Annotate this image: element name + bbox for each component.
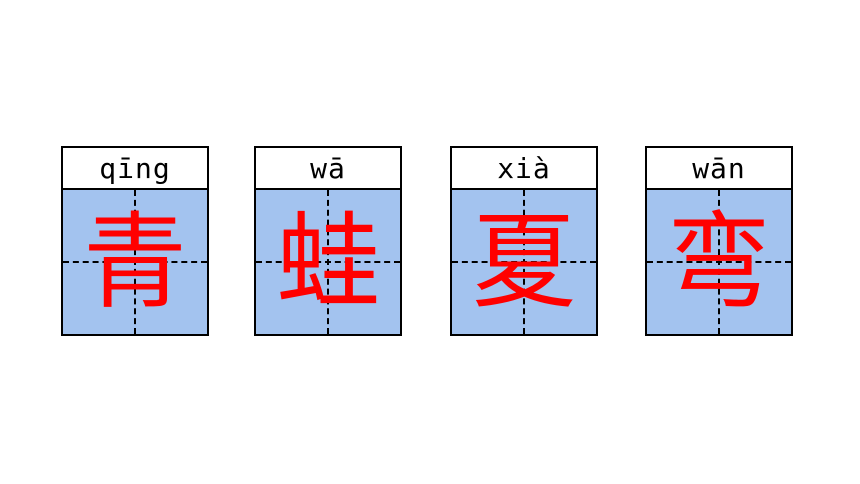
- character-card-wa: wā 蛙: [254, 146, 402, 336]
- grid-horizontal-guide: [63, 261, 207, 263]
- grid-horizontal-guide: [256, 261, 400, 263]
- hanzi-character: 蛙: [275, 201, 380, 323]
- tian-zi-grid: 青: [63, 190, 207, 334]
- hanzi-character: 夏: [471, 201, 576, 323]
- pinyin-label: qīng: [63, 148, 207, 190]
- pinyin-label: wān: [647, 148, 791, 190]
- character-card-wan: wān 弯: [645, 146, 793, 336]
- hanzi-character: 青: [82, 201, 187, 323]
- tian-zi-grid: 蛙: [256, 190, 400, 334]
- hanzi-character: 弯: [666, 201, 771, 323]
- pinyin-label: xià: [452, 148, 596, 190]
- pinyin-label: wā: [256, 148, 400, 190]
- character-card-xia: xià 夏: [450, 146, 598, 336]
- grid-horizontal-guide: [452, 261, 596, 263]
- tian-zi-grid: 夏: [452, 190, 596, 334]
- tian-zi-grid: 弯: [647, 190, 791, 334]
- grid-horizontal-guide: [647, 261, 791, 263]
- character-card-qing: qīng 青: [61, 146, 209, 336]
